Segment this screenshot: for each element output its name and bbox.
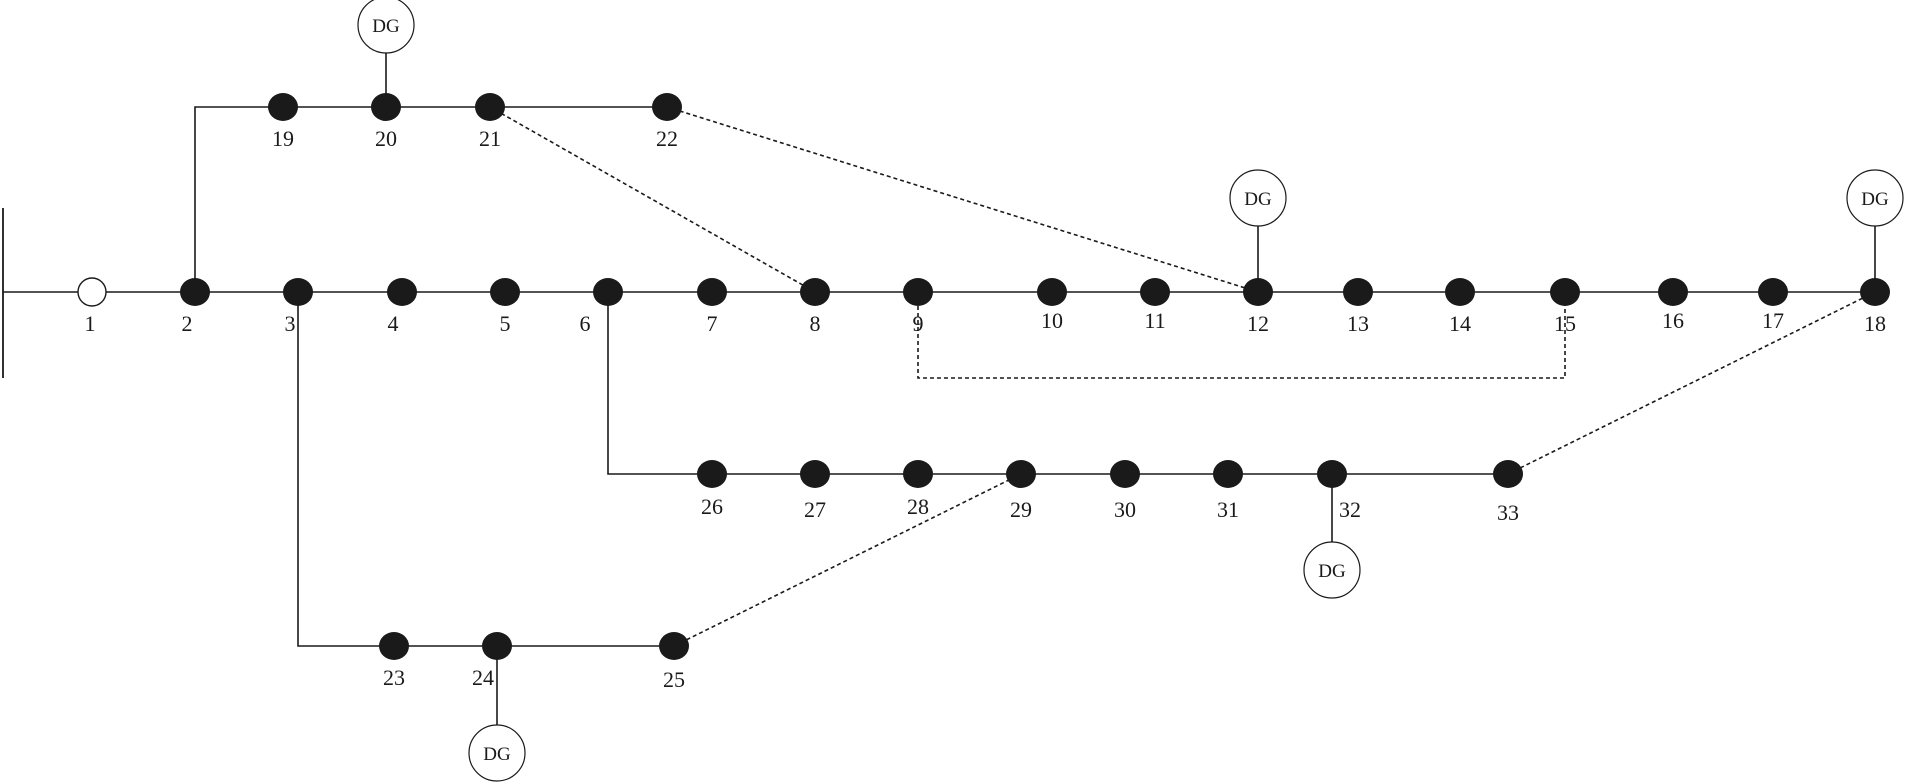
bus-label-3: 3 bbox=[285, 311, 296, 336]
bus-22 bbox=[652, 93, 682, 121]
dg-unit-20 bbox=[357, 0, 415, 54]
bus-14 bbox=[1445, 278, 1475, 306]
bus-2 bbox=[180, 278, 210, 306]
tie-line-12-22 bbox=[666, 106, 1259, 293]
bus-label-28: 28 bbox=[907, 494, 929, 519]
bus-7 bbox=[697, 278, 727, 306]
bus-27 bbox=[800, 460, 830, 488]
bus-label-15: 15 bbox=[1554, 311, 1576, 336]
bus-5 bbox=[490, 278, 520, 306]
bus-12 bbox=[1243, 278, 1273, 306]
bus-21 bbox=[475, 93, 505, 121]
bus-label-2: 2 bbox=[182, 311, 193, 336]
bus-label-24: 24 bbox=[472, 665, 494, 690]
tie-lines bbox=[489, 106, 1876, 647]
bus-label-9: 9 bbox=[913, 311, 924, 336]
bus-label-10: 10 bbox=[1041, 308, 1063, 333]
dg-label-20: DG bbox=[372, 16, 400, 37]
branch-3-23 bbox=[297, 292, 394, 647]
bus-15 bbox=[1550, 278, 1580, 306]
bus-4 bbox=[387, 278, 417, 306]
bus-23 bbox=[379, 632, 409, 660]
bus-10 bbox=[1037, 278, 1067, 306]
branch-6-26 bbox=[607, 292, 712, 475]
bus-label-29: 29 bbox=[1010, 497, 1032, 522]
bus-11 bbox=[1140, 278, 1170, 306]
bus-label-4: 4 bbox=[388, 311, 399, 336]
bus-label-19: 19 bbox=[272, 126, 294, 151]
bus-24 bbox=[482, 632, 512, 660]
bus-label-11: 11 bbox=[1144, 308, 1165, 333]
bus-6 bbox=[593, 278, 623, 306]
dg-label-24: DG bbox=[483, 744, 511, 765]
bus-label-31: 31 bbox=[1217, 497, 1239, 522]
bus-label-13: 13 bbox=[1347, 311, 1369, 336]
tie-line-25-29 bbox=[673, 473, 1022, 647]
bus-label-33: 33 bbox=[1497, 500, 1519, 525]
bus-25 bbox=[659, 632, 689, 660]
bus-label-17: 17 bbox=[1762, 308, 1784, 333]
dg-units: DG DG DG DG DG bbox=[357, 0, 1904, 782]
bus-label-30: 30 bbox=[1114, 497, 1136, 522]
bus-label-16: 16 bbox=[1662, 308, 1684, 333]
bus-label-26: 26 bbox=[701, 494, 723, 519]
bus-13 bbox=[1343, 278, 1373, 306]
bus-label-23: 23 bbox=[383, 665, 405, 690]
bus-label-5: 5 bbox=[500, 311, 511, 336]
bus-label-18: 18 bbox=[1864, 311, 1886, 336]
bus-20 bbox=[371, 93, 401, 121]
bus-28 bbox=[903, 460, 933, 488]
bus-3 bbox=[283, 278, 313, 306]
branch-2-19 bbox=[194, 106, 283, 292]
bus-label-6: 6 bbox=[580, 311, 591, 336]
bus-16 bbox=[1658, 278, 1688, 306]
tie-line-8-21 bbox=[489, 106, 816, 293]
dg-unit-32 bbox=[1303, 541, 1361, 599]
bus-9 bbox=[903, 278, 933, 306]
bus-18 bbox=[1860, 278, 1890, 306]
bus-label-21: 21 bbox=[479, 126, 501, 151]
bus-19 bbox=[268, 93, 298, 121]
bus-label-27: 27 bbox=[804, 497, 826, 522]
bus-26 bbox=[697, 460, 727, 488]
dg-unit-18 bbox=[1846, 169, 1904, 227]
bus-label-12: 12 bbox=[1247, 311, 1269, 336]
buses bbox=[77, 93, 1890, 660]
dg-label-12: DG bbox=[1244, 189, 1272, 210]
bus-label-14: 14 bbox=[1449, 311, 1471, 336]
bus-30 bbox=[1110, 460, 1140, 488]
branches bbox=[3, 106, 1875, 647]
dg-label-18: DG bbox=[1861, 189, 1889, 210]
bus-8 bbox=[800, 278, 830, 306]
bus-17 bbox=[1758, 278, 1788, 306]
dg-label-32: DG bbox=[1318, 561, 1346, 582]
bus-31 bbox=[1213, 460, 1243, 488]
bus-29 bbox=[1006, 460, 1036, 488]
bus-32 bbox=[1317, 460, 1347, 488]
bus-label-22: 22 bbox=[656, 126, 678, 151]
bus-label-7: 7 bbox=[707, 311, 718, 336]
dg-unit-24 bbox=[468, 724, 526, 782]
dg-unit-12 bbox=[1229, 169, 1287, 227]
bus-1 bbox=[77, 277, 107, 307]
bus-label-20: 20 bbox=[375, 126, 397, 151]
tie-line-9-15 bbox=[917, 292, 1566, 379]
bus-label-25: 25 bbox=[663, 667, 685, 692]
bus-33 bbox=[1493, 460, 1523, 488]
bus-label-1: 1 bbox=[85, 311, 96, 336]
tie-line-18-33 bbox=[1507, 291, 1876, 475]
bus-label-32: 32 bbox=[1339, 497, 1361, 522]
bus-label-8: 8 bbox=[810, 311, 821, 336]
